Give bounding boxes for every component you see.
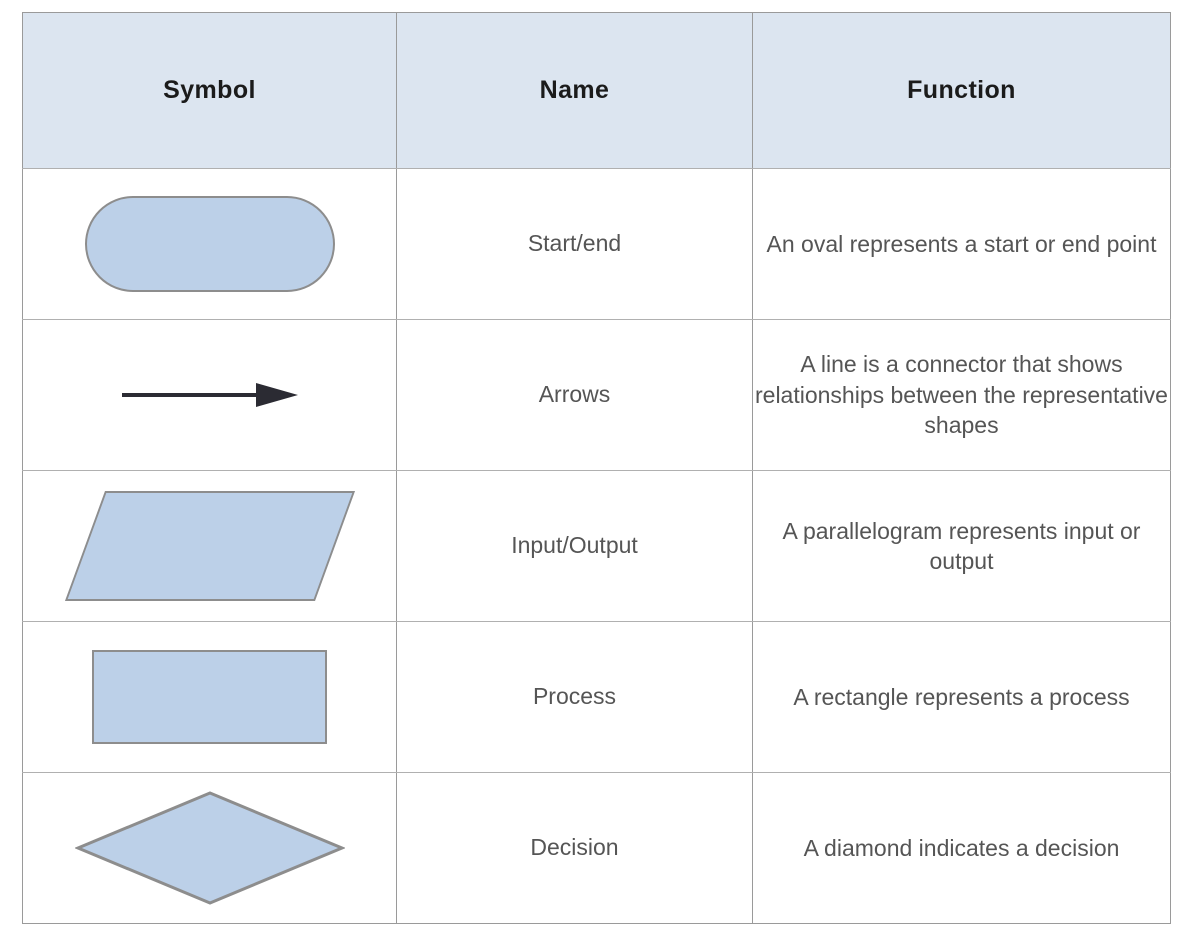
symbol-name: Arrows: [396, 319, 753, 471]
table-row: Decision A diamond indicates a decision: [22, 772, 1171, 924]
symbol-function: A diamond indicates a decision: [803, 834, 1120, 861]
symbol-cell: [22, 772, 397, 924]
symbol-cell: [22, 470, 397, 622]
table-header-row: Symbol Name Function: [22, 12, 1171, 169]
symbol-cell: [22, 319, 397, 471]
symbol-cell: [22, 621, 397, 773]
symbol-name: Start/end: [396, 168, 753, 320]
column-header-symbol: Symbol: [22, 12, 397, 169]
symbol-function: An oval represents a start or end point: [752, 168, 1171, 320]
table-row: Input/Output A parallelogram represents …: [22, 470, 1171, 622]
symbol-cell: [22, 168, 397, 320]
symbol-function: A line is a connector that shows relatio…: [752, 319, 1171, 471]
flowchart-symbol-table: Symbol Name Function Start/end An oval r…: [22, 12, 1171, 924]
shape-container: [23, 773, 396, 923]
symbol-function: A rectangle represents a process: [752, 621, 1171, 773]
parallelogram-shape-icon: [64, 491, 355, 601]
shape-container: [23, 622, 396, 772]
arrow-shape-icon: [121, 383, 298, 407]
shape-container: [23, 471, 396, 621]
oval-shape-icon: [84, 196, 335, 292]
rectangle-shape-icon: [92, 650, 327, 744]
table-row: Process A rectangle represents a process: [22, 621, 1171, 773]
symbol-function: A parallelogram represents input or outp…: [752, 470, 1171, 622]
shape-container: [23, 320, 396, 470]
table-row: Start/end An oval represents a start or …: [22, 168, 1171, 320]
symbol-name: Decision: [396, 772, 753, 924]
column-header-name: Name: [396, 12, 753, 169]
symbol-name: Input/Output: [396, 470, 753, 622]
table-body: Start/end An oval represents a start or …: [22, 168, 1171, 924]
shape-container: [23, 169, 396, 319]
diamond-shape-icon: [74, 791, 345, 905]
column-header-function: Function: [752, 12, 1171, 169]
table-header: Symbol Name Function: [22, 12, 1171, 169]
table-row: Arrows A line is a connector that shows …: [22, 319, 1171, 471]
symbol-name: Process: [396, 621, 753, 773]
